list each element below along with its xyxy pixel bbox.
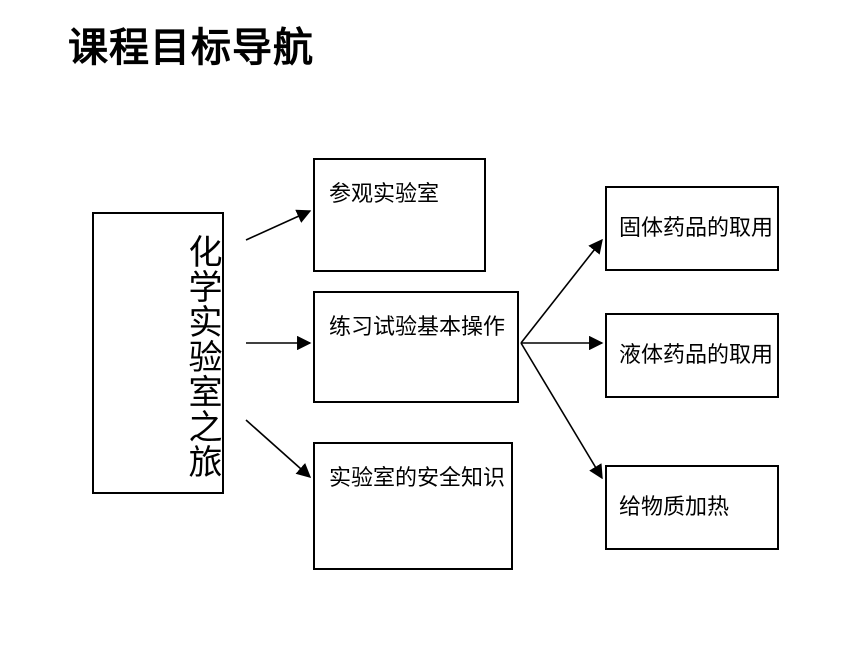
arrow-root-to-safety: [245, 419, 312, 478]
branch-node-label: 参观实验室: [329, 182, 440, 207]
branch-node-basic-operations: 练习试验基本操作: [313, 291, 519, 403]
sub-node-label: 给物质加热: [619, 495, 730, 520]
page-title: 课程目标导航: [68, 25, 314, 71]
branch-node-safety-knowledge: 实验室的安全知识: [313, 442, 513, 570]
root-node: 化学实验室之旅: [92, 212, 224, 494]
branch-node-visit-lab: 参观实验室: [313, 158, 486, 272]
arrow-root-to-visit: [245, 209, 312, 241]
sub-node-label: 液体药品的取用: [619, 343, 774, 368]
sub-node-liquid-reagents: 液体药品的取用: [605, 313, 779, 398]
branch-node-label: 练习试验基本操作: [329, 315, 506, 340]
sub-node-heating: 给物质加热: [605, 465, 779, 550]
branch-node-label: 实验室的安全知识: [329, 466, 506, 491]
arrow-practice-to-solid: [520, 238, 603, 344]
sub-node-solid-reagents: 固体药品的取用: [605, 186, 779, 271]
sub-node-label: 固体药品的取用: [619, 216, 774, 241]
root-node-label: 化学实验室之旅: [182, 233, 222, 479]
arrow-practice-to-heat: [520, 342, 603, 480]
